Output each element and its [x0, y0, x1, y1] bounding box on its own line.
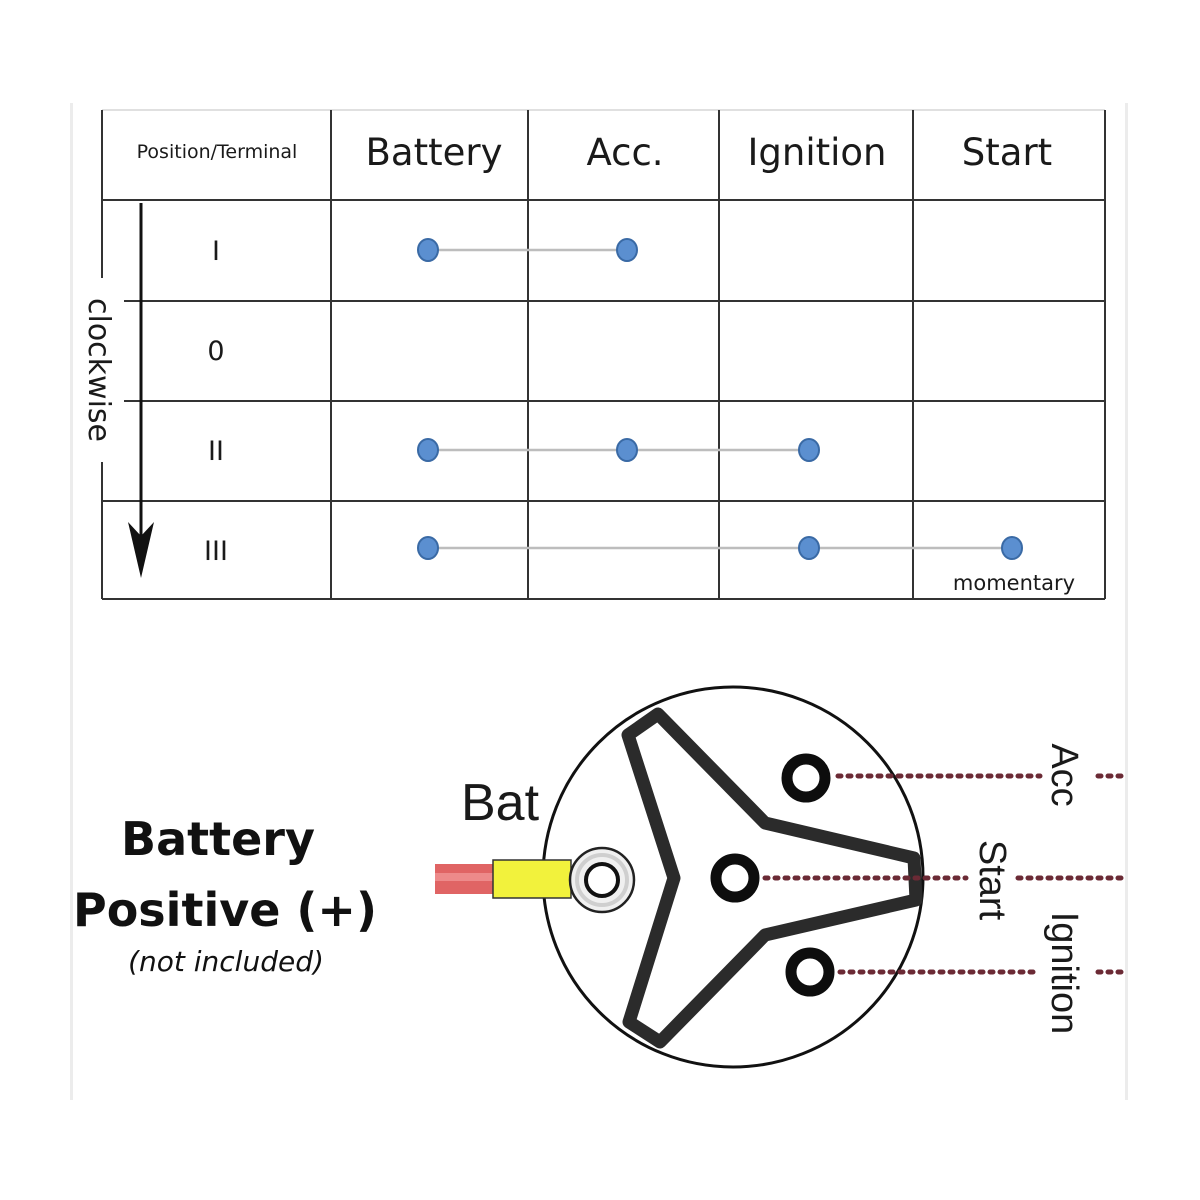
acc-terminal	[781, 753, 831, 803]
battery-positive-title-line2: Positive (+)	[73, 883, 377, 937]
column-header-acc: Acc.	[586, 131, 663, 174]
battery-terminal-hole	[584, 862, 620, 898]
column-header-ignition: Ignition	[747, 131, 886, 174]
connection-dot	[417, 438, 439, 462]
acc-label: Acc	[1043, 743, 1085, 806]
start-label: Start	[971, 840, 1013, 921]
column-header-battery: Battery	[366, 131, 503, 174]
clockwise-arrow-icon	[128, 203, 154, 578]
ignition-terminal	[785, 947, 835, 997]
contact-plate	[621, 707, 923, 1049]
connection-dot	[616, 438, 638, 462]
connection-dot	[798, 438, 820, 462]
battery-positive-title-line1: Battery	[121, 812, 315, 866]
connection-dot	[798, 536, 820, 560]
terminal-leader-lines	[762, 773, 1125, 975]
ignition-label: Ignition	[1043, 912, 1085, 1035]
position-label: II	[208, 436, 224, 467]
connection-dot	[616, 238, 638, 262]
yellow-crimp	[492, 859, 572, 899]
position-terminal-table	[101, 109, 1106, 600]
clockwise-label: clockwise	[81, 298, 116, 442]
position-label: III	[204, 536, 228, 567]
connection-dot	[417, 238, 439, 262]
bat-label: Bat	[461, 774, 540, 832]
column-header-start: Start	[962, 131, 1052, 174]
corner-header: Position/Terminal	[137, 141, 298, 163]
position-label: 0	[207, 336, 224, 367]
start-terminal	[710, 853, 760, 903]
connection-dot	[417, 536, 439, 560]
not-included-note: (not included)	[128, 945, 324, 978]
position-label: I	[212, 236, 220, 267]
momentary-note: momentary	[953, 571, 1075, 595]
connection-marks	[417, 238, 1023, 560]
connection-dot	[1001, 536, 1023, 560]
battery-wire	[435, 846, 636, 914]
diagram-panel	[70, 103, 1128, 1100]
